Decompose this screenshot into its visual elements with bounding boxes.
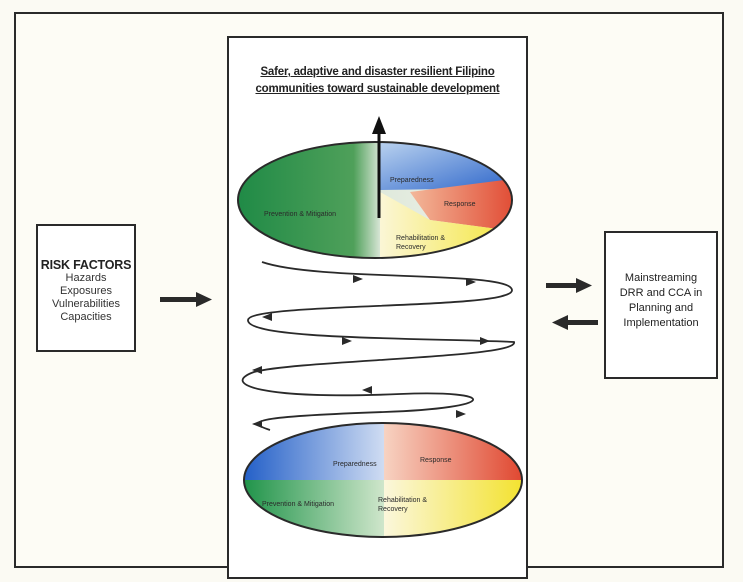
top-response-segment <box>410 178 512 232</box>
bottom-prevention-label: Prevention & Mitigation <box>262 501 334 508</box>
top-rehab-label-2: Recovery <box>396 244 426 251</box>
goal-line-1: Safer, adaptive and disaster resilient F… <box>260 66 495 78</box>
upward-arrow <box>372 116 386 218</box>
risk-factors-title: RISK FACTORS <box>40 258 132 272</box>
risk-item-vulnerabilities: Vulnerabilities <box>51 298 121 310</box>
risk-item-exposures: Exposures <box>60 285 112 297</box>
top-prevention-label: Prevention & Mitigation <box>264 211 336 218</box>
risk-factors-box: RISK FACTORS Hazards Exposures Vulnerabi… <box>36 224 136 352</box>
top-preparedness-label: Preparedness <box>390 177 434 184</box>
bottom-rehab-label-2: Recovery <box>378 506 408 513</box>
bottom-rehab-label-1: Rehabilitation & <box>378 497 427 504</box>
risk-item-hazards: Hazards <box>65 272 107 284</box>
top-cycle-ellipse <box>237 141 513 259</box>
center-to-mainstreaming-arrow <box>546 278 592 293</box>
mainstreaming-to-center-arrow <box>552 315 598 330</box>
bottom-response-label: Response <box>420 457 452 464</box>
mainstreaming-line-2: DRR and CCA in <box>619 287 703 299</box>
mainstreaming-line-4: Implementation <box>623 317 699 329</box>
top-rehab-label-1: Rehabilitation & <box>396 235 445 242</box>
spiral-arrowheads <box>252 275 490 428</box>
top-response-label: Response <box>444 201 476 208</box>
goal-line-2: communities toward sustainable developme… <box>255 83 500 95</box>
bottom-cycle-ellipse <box>243 422 523 538</box>
mainstreaming-line-3: Planning and <box>628 302 694 314</box>
spiral-path <box>241 261 515 431</box>
mainstreaming-line-1: Mainstreaming <box>624 272 698 284</box>
goal-statement: Safer, adaptive and disaster resilient F… <box>232 64 523 98</box>
risk-to-center-arrow <box>160 292 212 307</box>
bottom-preparedness-label: Preparedness <box>333 461 377 468</box>
risk-item-capacities: Capacities <box>60 311 112 323</box>
mainstreaming-box: Mainstreaming DRR and CCA in Planning an… <box>604 231 718 379</box>
